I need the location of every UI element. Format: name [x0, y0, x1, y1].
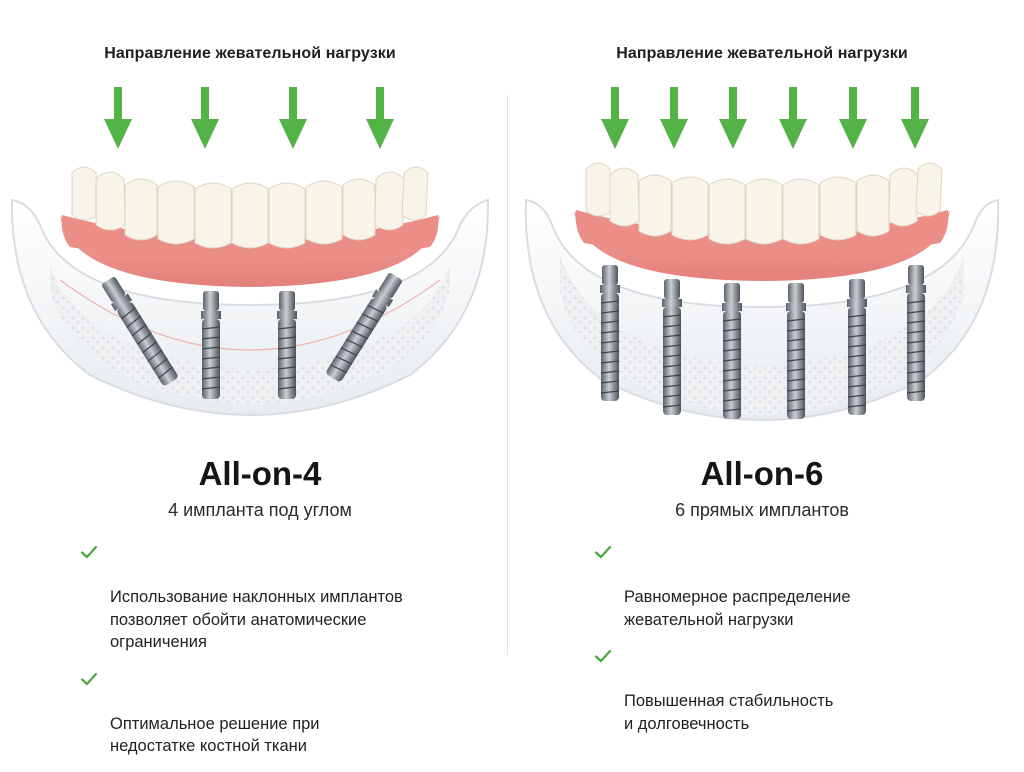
load-arrows — [601, 87, 929, 149]
arrow-down-icon — [779, 87, 807, 149]
benefits-list: Использование наклонных имплантов позвол… — [80, 541, 410, 772]
benefit-text: Использование наклонных имплантов позвол… — [110, 588, 403, 651]
implant — [661, 278, 683, 416]
benefits-list: Равномерное распределение жевательной на… — [594, 541, 924, 749]
panel-title: All-on-6 — [700, 455, 824, 492]
arrow-down-icon — [279, 87, 307, 149]
benefit-text: Повышенная стабильность и долговечность — [624, 692, 834, 733]
arrow-down-icon — [366, 87, 394, 149]
arrow-down-icon — [901, 87, 929, 149]
implants — [102, 273, 402, 399]
arrow-down-icon — [839, 87, 867, 149]
arrow-down-icon — [601, 87, 629, 149]
implant — [599, 264, 621, 402]
panel-title: All-on-4 — [198, 455, 322, 492]
implant — [326, 273, 402, 382]
implant — [277, 291, 297, 399]
implant — [905, 264, 927, 402]
benefit-item: Оптимальное решение при недостатке костн… — [80, 668, 410, 758]
implant — [846, 278, 868, 416]
panel-divider — [507, 95, 508, 655]
arrow-down-icon — [660, 87, 688, 149]
check-icon — [80, 672, 98, 685]
panel-subtitle: 6 прямых имплантов — [675, 500, 849, 520]
denture-prosthesis — [574, 162, 950, 281]
all-on-4-illustration — [10, 87, 490, 416]
benefit-text: Оптимальное решение при недостатке костн… — [110, 714, 320, 756]
load-direction-label: Направление жевательной нагрузки — [104, 45, 396, 62]
arrow-down-icon — [719, 87, 747, 149]
panel-subtitle: 4 импланта под углом — [168, 500, 352, 520]
implant — [102, 277, 178, 386]
implant — [201, 291, 221, 399]
benefit-text: Равномерное распределение жевательной на… — [624, 588, 851, 629]
implant — [785, 282, 807, 420]
load-direction-label: Направление жевательной нагрузки — [616, 45, 908, 62]
arrow-down-icon — [191, 87, 219, 149]
all-on-6-panel: Направление жевательной нагрузки — [512, 0, 1024, 733]
all-on-6-illustration — [524, 87, 1000, 421]
benefit-item: Равномерное распределение жевательной на… — [594, 541, 924, 631]
denture-prosthesis — [60, 166, 440, 287]
implant — [721, 282, 743, 420]
jaw-bone — [10, 198, 490, 416]
benefit-item: Использование наклонных имплантов позвол… — [80, 541, 410, 654]
check-icon — [594, 649, 612, 663]
arrow-down-icon — [104, 87, 132, 149]
check-icon — [594, 545, 612, 559]
load-arrows — [104, 87, 394, 149]
benefit-item: Повышенная стабильность и долговечность — [594, 645, 924, 735]
check-icon — [80, 545, 98, 559]
all-on-4-panel: Направление жевательной нагрузки — [0, 0, 512, 755]
